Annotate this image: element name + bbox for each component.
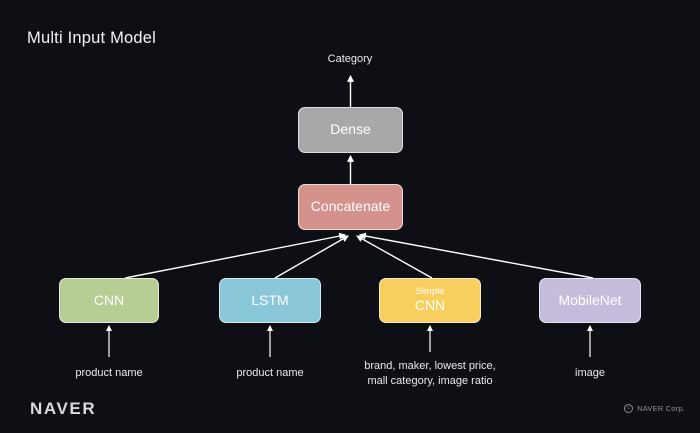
edge-mobilenet-to-concatenate — [358, 232, 594, 279]
copyright-notice: c NAVER Corp. — [624, 404, 685, 413]
node-mobilenet[interactable]: MobileNet — [539, 278, 641, 323]
lstm-input-caption: product name — [236, 367, 304, 379]
simple-cnn-input-caption: brand, maker, lowest price, mall categor… — [364, 360, 496, 387]
node-lstm-label: LSTM — [251, 291, 289, 308]
node-simple-cnn-sublabel: Simple — [415, 286, 445, 298]
node-cnn[interactable]: CNN — [59, 278, 159, 323]
mobilenet-input-caption: image — [575, 367, 605, 379]
output-caption: Category — [327, 53, 373, 65]
node-lstm[interactable]: LSTM — [219, 278, 321, 323]
node-dense-label: Dense — [330, 121, 371, 138]
node-dense[interactable]: Dense — [298, 107, 403, 153]
node-simple-cnn-label: CNN — [414, 296, 446, 313]
edge-cnn-to-concatenate — [124, 232, 347, 279]
copyright-text: NAVER Corp. — [637, 404, 685, 413]
naver-logo: NAVER — [30, 399, 97, 418]
node-concatenate-label: Concatenate — [310, 198, 391, 215]
node-mobilenet-label: MobileNet — [558, 291, 622, 308]
copyright-icon: c — [624, 404, 634, 413]
node-simple-cnn[interactable]: Simple CNN — [379, 278, 481, 323]
edge-lstm-to-concatenate — [274, 235, 349, 279]
edge-simple-cnn-to-concatenate — [356, 235, 433, 279]
node-concatenate[interactable]: Concatenate — [298, 184, 403, 230]
page-title: Multi Input Model — [27, 29, 157, 47]
cnn-input-caption: product name — [75, 367, 143, 379]
node-cnn-label: CNN — [93, 291, 125, 308]
